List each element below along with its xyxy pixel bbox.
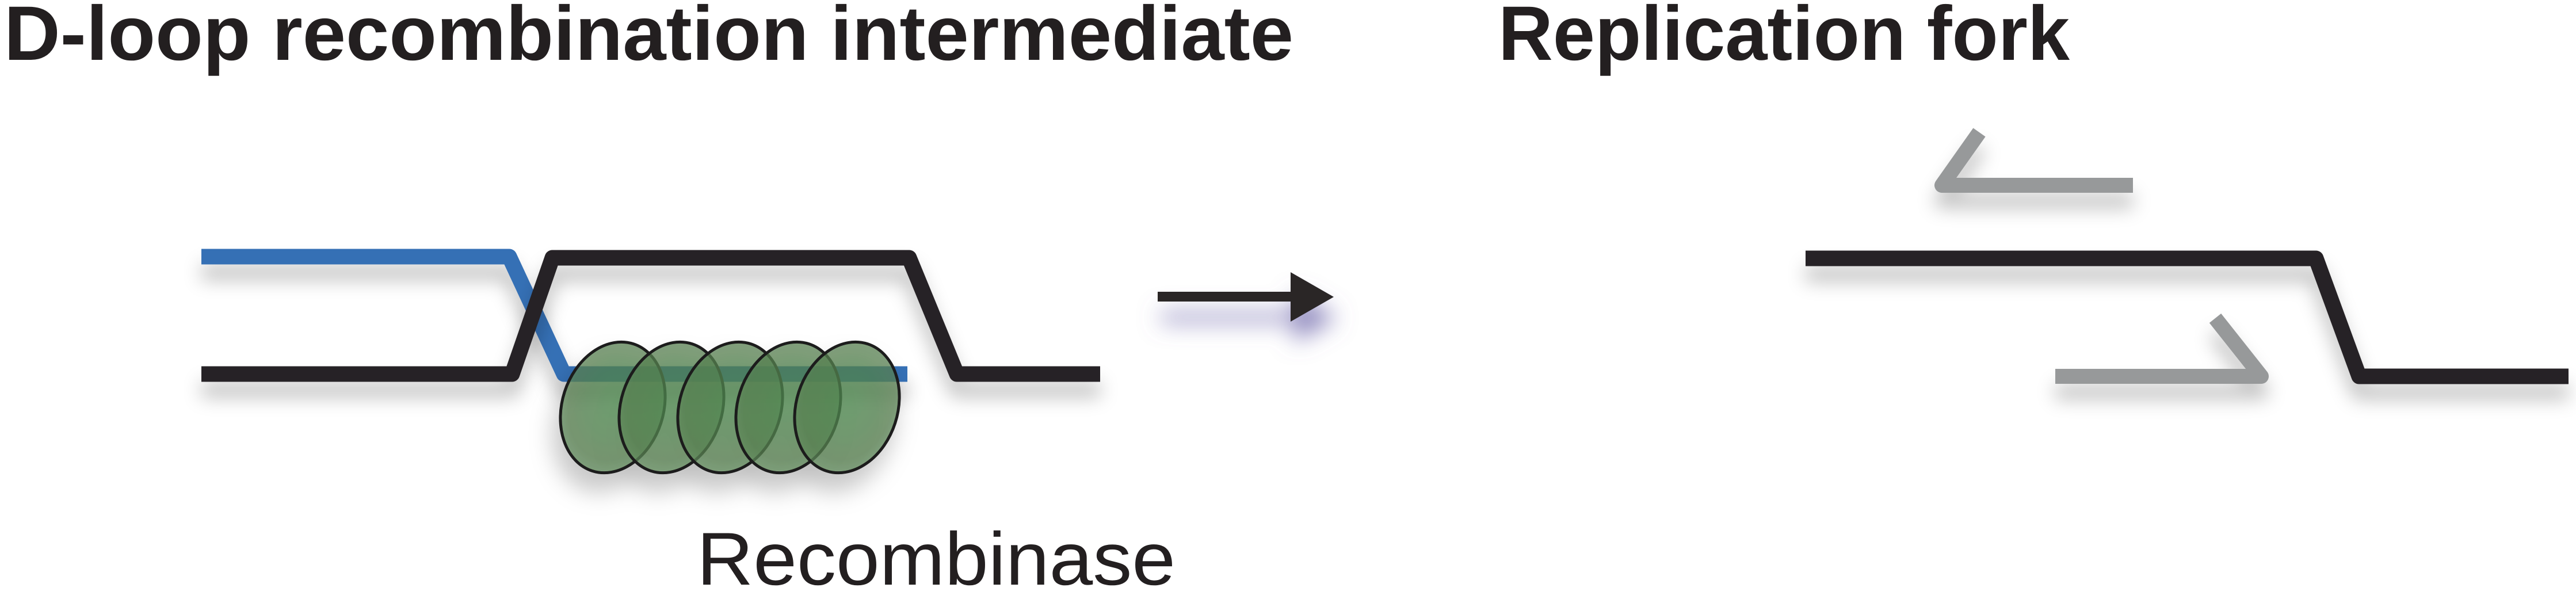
left-panel-title: D-loop recombination intermediate <box>4 0 1293 77</box>
dloop-displaced-black-strand <box>201 250 1100 382</box>
fork-row1-gray-primer <box>1934 128 2133 193</box>
dloop-panel: D-loop recombination intermediate Recomb… <box>4 0 1293 595</box>
right-arrow-icon <box>1158 272 1334 322</box>
recombinase-label: Recombinase <box>697 517 1176 595</box>
conversion-arrow <box>1158 272 1334 322</box>
right-panel-title: Replication fork <box>1498 0 2070 77</box>
fork-row2-black-segment <box>1806 250 2569 384</box>
recombinase-filament <box>559 340 901 475</box>
replication-fork-panel: Replication fork <box>1413 0 2569 450</box>
fork-row3-gray-primer <box>2055 313 2269 384</box>
